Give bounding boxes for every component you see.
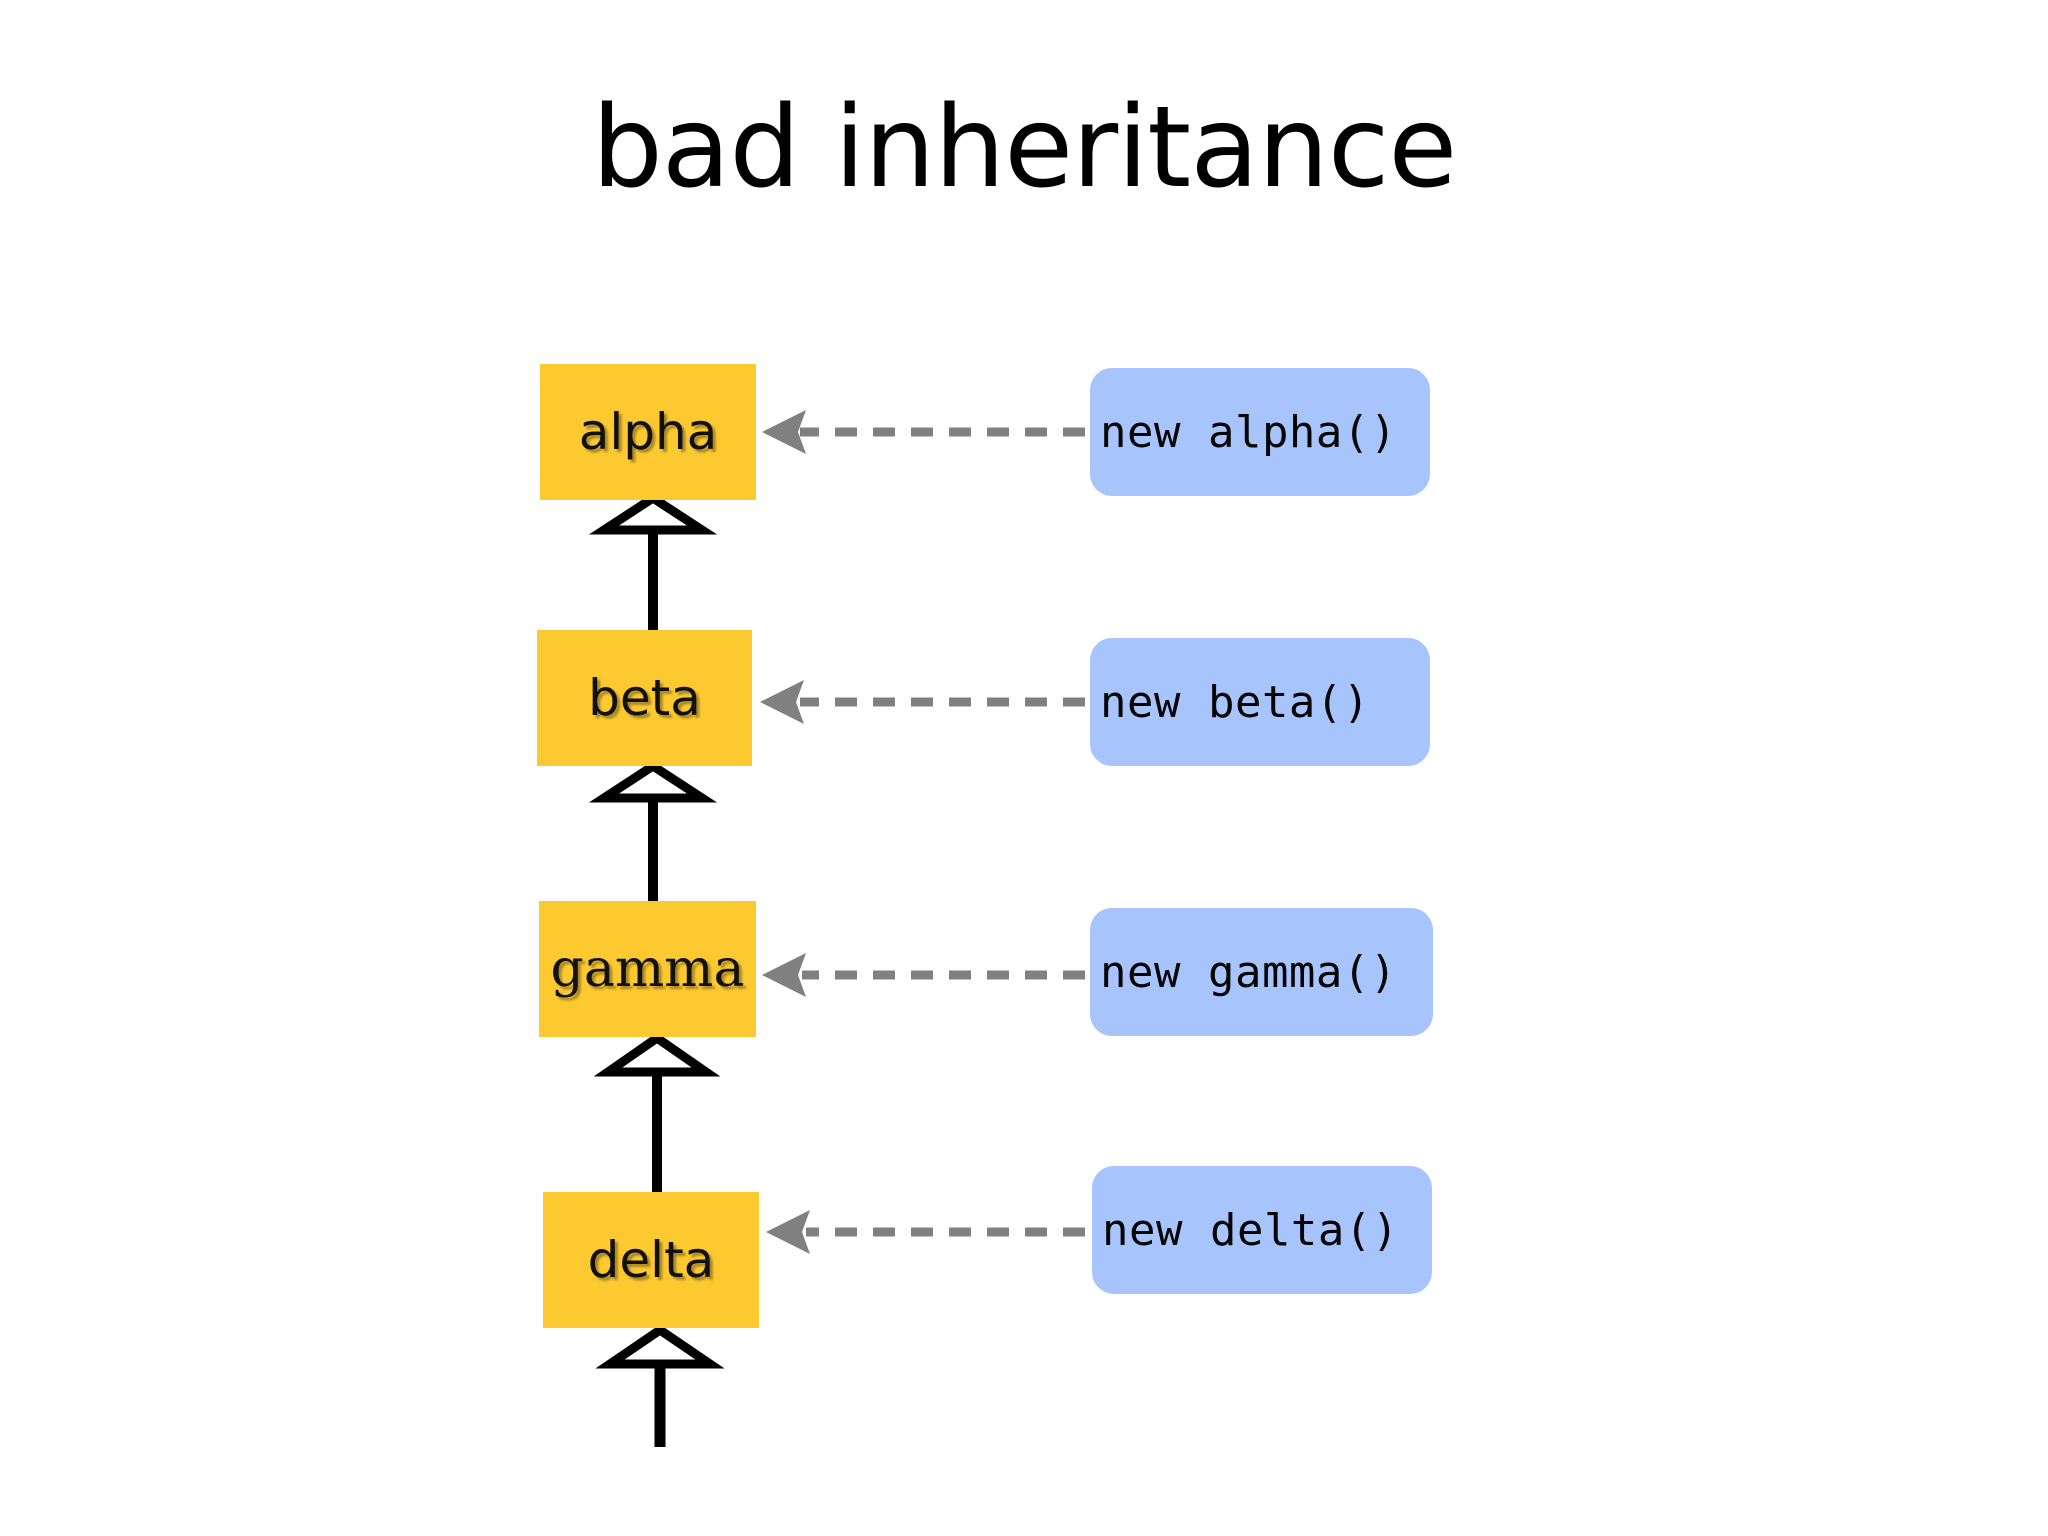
inheritance-edge-below-to-delta [595,1324,725,1447]
class-box-beta[interactable]: beta [537,630,752,766]
class-label-alpha: alpha [578,403,718,461]
class-label-gamma: gamma [550,939,745,999]
instantiation-edge-alpha [762,410,1085,454]
instance-box-alpha[interactable]: new alpha() [1090,368,1430,496]
instance-label-beta: new beta() [1100,676,1370,728]
instantiation-edge-delta [766,1210,1085,1254]
class-label-delta: delta [587,1231,715,1289]
instance-label-delta: new delta() [1102,1204,1399,1256]
instance-label-alpha: new alpha() [1100,406,1397,458]
instantiation-edge-beta [760,680,1085,724]
instance-box-delta[interactable]: new delta() [1092,1166,1432,1294]
instance-box-gamma[interactable]: new gamma() [1090,908,1433,1036]
instance-box-beta[interactable]: new beta() [1090,638,1430,766]
instantiation-edge-gamma [762,953,1085,997]
class-box-alpha[interactable]: alpha [540,364,756,500]
class-label-beta: beta [588,669,701,727]
inheritance-edge-beta-to-alpha [588,492,718,630]
inheritance-edge-gamma-to-beta [588,760,718,901]
class-box-gamma[interactable]: gamma [539,901,756,1037]
class-box-delta[interactable]: delta [543,1192,759,1328]
inheritance-edge-delta-to-gamma [593,1032,721,1192]
page-title: bad inheritance [591,83,1458,213]
instance-label-gamma: new gamma() [1100,946,1397,998]
